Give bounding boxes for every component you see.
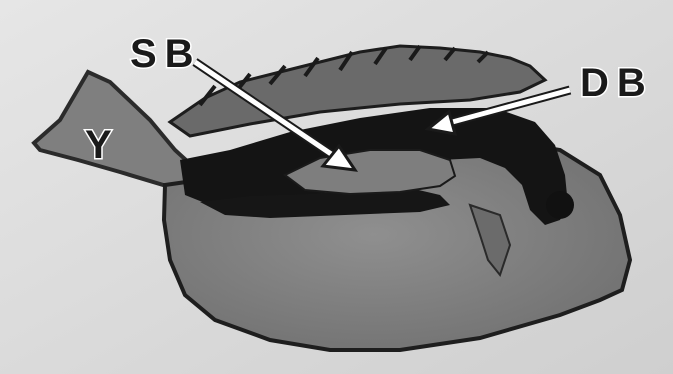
fish-eye bbox=[546, 191, 574, 219]
label-sb: SB bbox=[130, 32, 202, 76]
label-db: DB bbox=[580, 61, 654, 105]
label-y: Y bbox=[85, 123, 112, 167]
